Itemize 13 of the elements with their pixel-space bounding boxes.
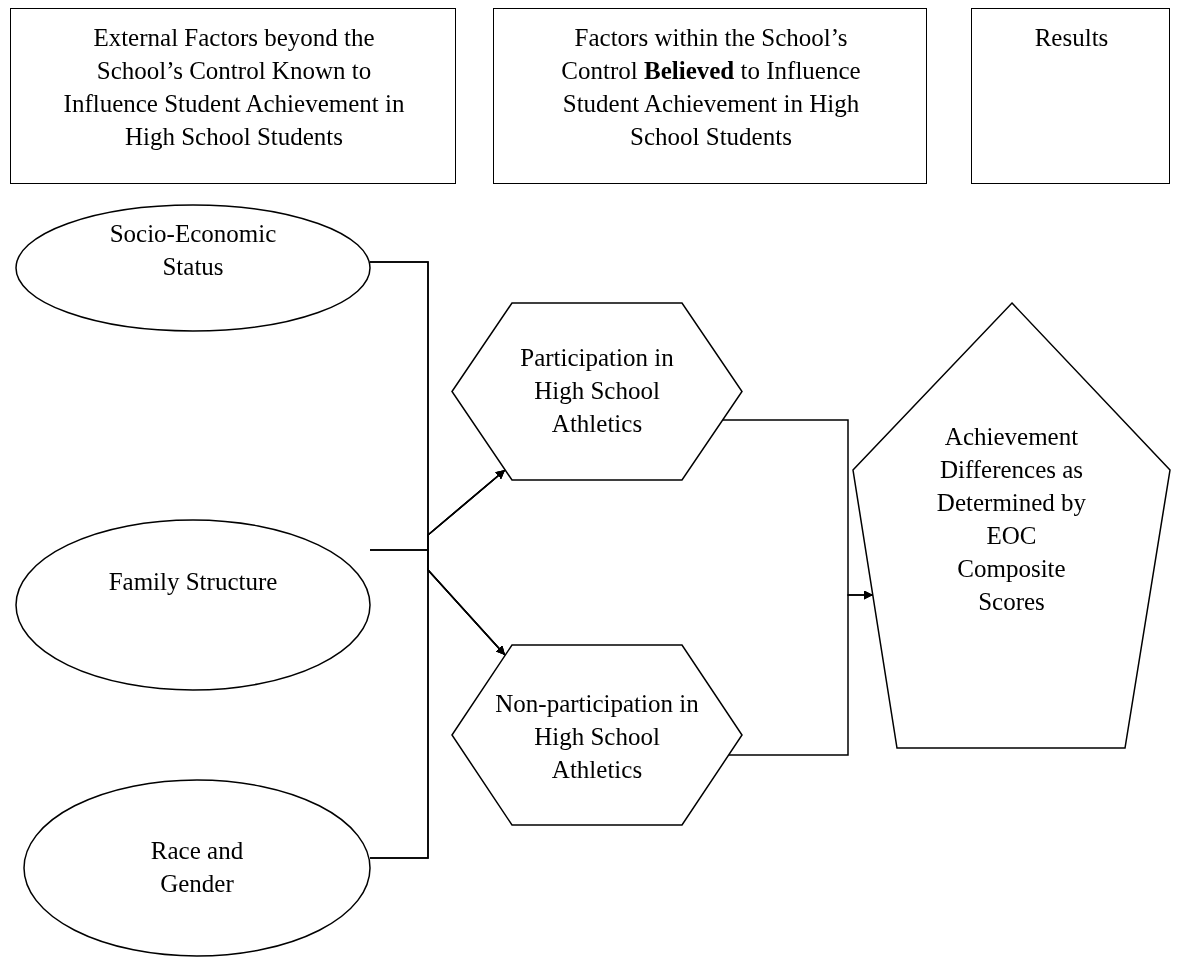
node-label: Factors within the School’s Control Believed to Influence Student Achievement in High School Students [560,23,862,152]
header-box [10,8,456,184]
node-label: Achievement Differences as Determined by EOC Composite Scores [935,422,1088,617]
node-label: Non-participation in High School Athletics [494,689,700,785]
node-label: Results [1033,23,1110,53]
node-label: Participation in High School Athletics [519,343,675,439]
node-label: Race and Gender [149,836,245,899]
node-label: Family Structure [108,567,278,597]
connector-arrow [369,568,506,859]
header-box [971,8,1170,184]
node-label: External Factors beyond the School’s Control Known to Influence Student Achievement in High School Students [62,23,406,152]
header-box [493,8,927,184]
node-label: Socio-Economic Status [108,219,278,282]
